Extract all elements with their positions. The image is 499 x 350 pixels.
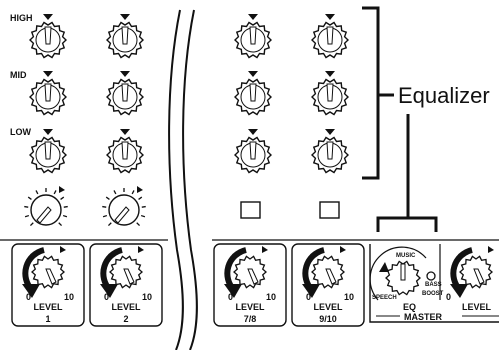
eq-knob-grid bbox=[28, 14, 350, 174]
level-label: LEVEL bbox=[235, 302, 265, 312]
break-line-left bbox=[168, 9, 184, 350]
eq-knob-ch7-8-high[interactable] bbox=[233, 14, 273, 59]
eq-knob-ch2-low[interactable] bbox=[105, 129, 145, 174]
eq-knob-ch7-8-low[interactable] bbox=[233, 129, 273, 174]
eq-knob-ch9-10-mid[interactable] bbox=[310, 71, 350, 116]
eq-low-label: LOW bbox=[10, 127, 31, 137]
eq-knob-ch1-mid[interactable] bbox=[28, 71, 68, 116]
level-knob-3[interactable] bbox=[224, 246, 268, 298]
level-scale-max: 10 bbox=[344, 292, 354, 302]
level-label: LEVEL bbox=[33, 302, 63, 312]
pan-knob-ch2[interactable] bbox=[102, 186, 146, 227]
eq-knob-ch9-10-high[interactable] bbox=[310, 14, 350, 59]
level-knob-2[interactable] bbox=[100, 246, 144, 298]
eq-knob-ch2-high[interactable] bbox=[105, 14, 145, 59]
eq-mid-label: MID bbox=[10, 70, 27, 80]
master-boost-label: BOOST bbox=[422, 291, 444, 297]
equalizer-pointer-line bbox=[376, 114, 438, 232]
eq-knob-ch7-8-mid[interactable] bbox=[233, 71, 273, 116]
break-line-right bbox=[182, 9, 198, 350]
level-scale-min: 0 bbox=[104, 292, 109, 302]
channel-7-8-button[interactable] bbox=[240, 201, 261, 219]
eq-knob-ch9-10-low[interactable] bbox=[310, 129, 350, 174]
master-level-label: LEVEL bbox=[462, 302, 492, 312]
master-music-label: MUSIC bbox=[396, 253, 416, 259]
eq-knob-ch2-mid[interactable] bbox=[105, 71, 145, 116]
eq-high-label: HIGH bbox=[10, 13, 33, 23]
level-scale-max: 10 bbox=[266, 292, 276, 302]
channel-number: 9/10 bbox=[319, 314, 337, 324]
master-eq-selector-knob[interactable] bbox=[379, 260, 421, 296]
level-knob-1[interactable] bbox=[22, 246, 66, 298]
master-level-knob[interactable] bbox=[450, 246, 494, 298]
level-scale-max: 10 bbox=[64, 292, 74, 302]
master-section: MUSIC SPEECH BASS BOOST EQ MASTER 0 LEVE… bbox=[369, 239, 499, 323]
pan-knob-group bbox=[24, 186, 146, 227]
level-scale-min: 0 bbox=[228, 292, 233, 302]
level-label: LEVEL bbox=[313, 302, 343, 312]
channel-number: 2 bbox=[123, 314, 128, 324]
equalizer-callout-label: Equalizer bbox=[398, 83, 490, 108]
level-scale-min: 0 bbox=[306, 292, 311, 302]
level-knob-4[interactable] bbox=[302, 246, 346, 298]
pan-knob-ch1[interactable] bbox=[24, 186, 68, 227]
channel-number: 1 bbox=[45, 314, 50, 324]
channel-9-10-button[interactable] bbox=[319, 201, 340, 219]
eq-knob-ch1-low[interactable] bbox=[28, 129, 68, 174]
master-bass-label: BASS bbox=[425, 282, 442, 288]
master-speech-label: SPEECH bbox=[372, 295, 397, 301]
equalizer-bracket bbox=[362, 6, 380, 180]
bass-boost-indicator bbox=[426, 271, 436, 281]
eq-knob-ch1-high[interactable] bbox=[28, 14, 68, 59]
level-scale-min: 0 bbox=[26, 292, 31, 302]
level-label: LEVEL bbox=[111, 302, 141, 312]
master-level-knob-body[interactable] bbox=[450, 246, 494, 298]
master-eq-label: EQ bbox=[403, 302, 416, 312]
master-level-scale-min: 0 bbox=[446, 292, 451, 302]
master-section-label: MASTER bbox=[404, 312, 443, 322]
level-scale-max: 10 bbox=[142, 292, 152, 302]
channel-number: 7/8 bbox=[244, 314, 257, 324]
